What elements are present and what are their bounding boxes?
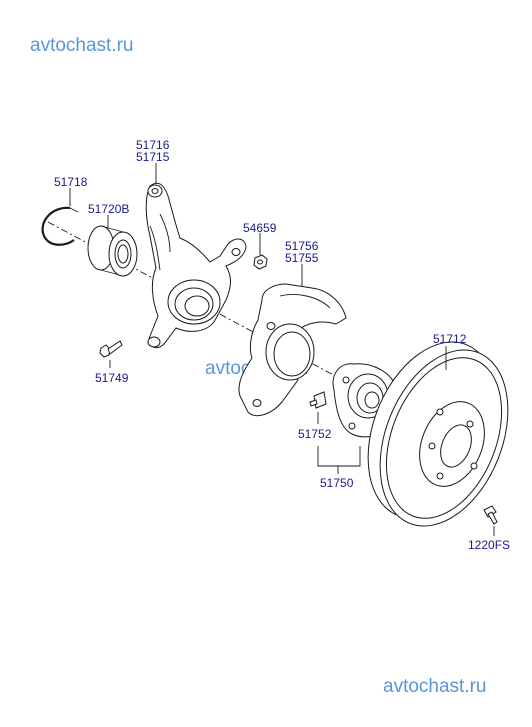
wheel-bearing-part [87,225,138,277]
dust-cover-part [238,283,347,417]
label-51720b: 51720B [88,202,129,216]
leader-lines [69,163,495,536]
label-51718: 51718 [54,175,88,189]
label-51715: 51715 [136,150,170,164]
label-51752: 51752 [298,427,332,441]
watermark-top: avtochast.ru [30,35,134,56]
label-51755: 51755 [285,251,319,265]
label-51712: 51712 [433,332,467,346]
snap-ring-part [41,206,79,246]
steering-knuckle-part [145,182,247,349]
brake-disc-part [367,341,509,527]
screw-part [483,505,498,525]
label-1220fs: 1220FS [468,538,510,552]
label-51749: 51749 [95,371,129,385]
watermark-bottom: avtochast.ru [383,676,487,697]
label-51716: 51716 [136,138,170,152]
label-51750: 51750 [320,476,354,490]
nut-part [253,254,268,270]
label-51756: 51756 [285,239,319,253]
bolt-part [99,340,123,358]
hub-bolt-part [309,391,327,409]
label-54659: 54659 [243,221,277,235]
